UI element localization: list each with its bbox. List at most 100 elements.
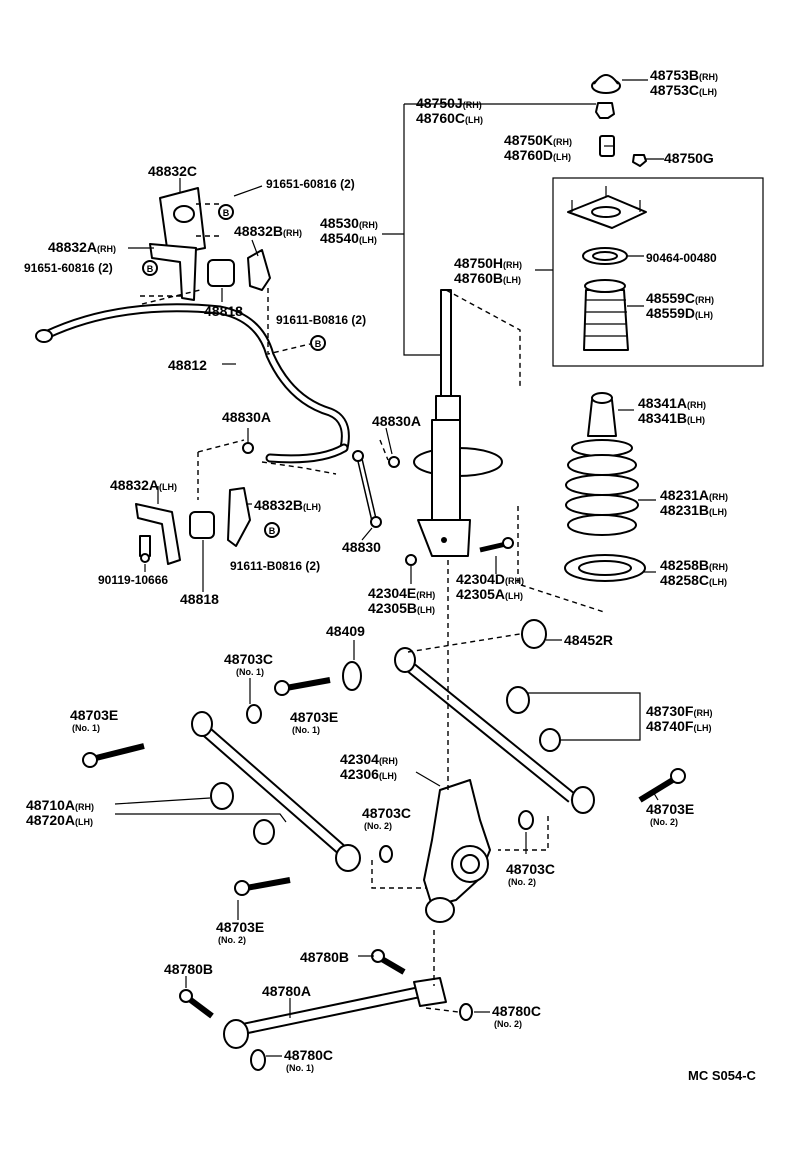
label-48409: 48409 (326, 623, 365, 639)
bushing-48740f[interactable] (539, 728, 561, 752)
label-48703e-no2-a-sub: (No. 2) (650, 817, 678, 827)
bushing-48730f[interactable] (506, 686, 530, 714)
bushing-48409[interactable] (342, 661, 362, 691)
label-48760d: 48760D(LH) (504, 147, 571, 163)
bracket-48832a-rh[interactable] (149, 243, 197, 301)
bracket-48832c[interactable] (159, 187, 206, 256)
svg-text:B: B (315, 339, 322, 349)
strut-nut-48750j[interactable] (595, 102, 615, 119)
label-90119: 90119-10666 (98, 573, 168, 587)
label-48703e-no2-b: 48703E (216, 919, 264, 935)
label-48703e-no1-b: 48703E (70, 707, 118, 723)
label-48258b: 48258B(RH) (660, 557, 728, 573)
label-48780c-no2-sub: (No. 2) (494, 1019, 522, 1029)
support-box (552, 177, 764, 367)
label-48703e-no1-a-sub: (No. 1) (292, 725, 320, 735)
label-48258c: 48258C(LH) (660, 572, 727, 588)
bushing-48710a[interactable] (210, 782, 234, 810)
bushing-48818-rh[interactable] (207, 259, 235, 287)
nut-42304e[interactable] (405, 554, 417, 566)
stabilizer-link-48830[interactable] (352, 450, 382, 528)
label-48818-rh: 48818 (204, 303, 243, 319)
marker-b-3: B (310, 335, 326, 351)
strut-washer-90464[interactable] (582, 247, 628, 265)
label-48780c-no1: 48780C (284, 1047, 333, 1063)
label-42305a: 42305A(LH) (456, 586, 523, 602)
washer-48703c-1[interactable] (246, 704, 262, 724)
boot-48559[interactable] (583, 279, 629, 351)
bolt-48780b-a[interactable] (371, 949, 406, 975)
label-42304d: 42304D(RH) (456, 571, 524, 587)
label-48341b: 48341B(LH) (638, 410, 705, 426)
bolt-42304d[interactable] (479, 537, 514, 553)
label-48780c-no2: 48780C (492, 1003, 541, 1019)
label-48559d: 48559D(LH) (646, 305, 713, 321)
label-48703c-no2-a-sub: (No. 2) (364, 821, 392, 831)
strut-cap-48753[interactable] (591, 74, 621, 94)
bushing-48720a[interactable] (253, 819, 275, 845)
label-48750k: 48750K(RH) (504, 132, 572, 148)
svg-text:B: B (223, 208, 230, 218)
coil-spring-48231[interactable] (565, 439, 639, 536)
label-91651-a: 91651-60816 (2) (266, 177, 355, 191)
nut-48780c-no1[interactable] (250, 1049, 266, 1071)
lateral-arm-48730f[interactable] (394, 647, 595, 814)
bracket-48832b-lh[interactable] (227, 487, 251, 547)
bracket-48832b-rh[interactable] (247, 249, 271, 291)
label-42304: 42304(RH) (340, 751, 398, 767)
shock-absorber-48530[interactable] (413, 289, 503, 557)
label-48559c: 48559C(RH) (646, 290, 714, 306)
nut-48830a-2[interactable] (388, 456, 400, 468)
label-48452r: 48452R (564, 632, 613, 648)
nut-48780c-no2[interactable] (459, 1003, 473, 1021)
bushing-48452r[interactable] (521, 619, 547, 649)
bracket-48832a-lh[interactable] (135, 503, 181, 565)
bolt-48703e-no1-b[interactable] (82, 743, 145, 768)
bump-stopper-48341[interactable] (587, 392, 617, 437)
bolt-48703e-no1-a[interactable] (274, 677, 331, 696)
label-42306: 42306(LH) (340, 766, 397, 782)
nut-48830a-1[interactable] (242, 442, 254, 454)
strut-nut-48750g[interactable] (632, 154, 647, 167)
svg-text:B: B (269, 526, 276, 536)
marker-b-2: B (142, 260, 158, 276)
nut-48703c-2[interactable] (379, 845, 393, 863)
label-48730f: 48730F(RH) (646, 703, 712, 719)
label-48750h: 48750H(RH) (454, 255, 522, 271)
label-48780a: 48780A (262, 983, 311, 999)
label-48832a-lh: 48832A(LH) (110, 477, 177, 493)
lateral-arm-48710a[interactable] (191, 711, 361, 872)
axle-carrier-42304[interactable] (423, 779, 491, 923)
bushing-48818-lh[interactable] (189, 511, 215, 539)
strut-support-48750h[interactable] (567, 186, 647, 229)
label-48720a: 48720A(LH) (26, 812, 93, 828)
bolt-48703e-no2-a[interactable] (638, 768, 686, 803)
leader-lines (114, 79, 664, 1057)
label-48703e-no1-b-sub: (No. 1) (72, 723, 100, 733)
marker-b-4: B (264, 522, 280, 538)
label-91611-b: 91611-B0816 (2) (230, 559, 320, 573)
bolt-90119[interactable] (139, 535, 151, 563)
label-48818-lh: 48818 (180, 591, 219, 607)
bolt-48780b-b[interactable] (179, 989, 214, 1019)
label-48703c-no1: 48703C (224, 651, 273, 667)
svg-text:B: B (147, 264, 154, 274)
label-48780c-no1-sub: (No. 1) (286, 1063, 314, 1073)
diagram-code: MC S054-C (688, 1068, 757, 1083)
stabilizer-bar-48812[interactable] (35, 303, 350, 464)
nut-48703c-3[interactable] (518, 810, 534, 830)
spring-insulator-48258[interactable] (564, 554, 646, 582)
bolt-48703e-no2-b[interactable] (234, 877, 291, 896)
label-48750g: 48750G (664, 150, 714, 166)
label-48830a-1: 48830A (222, 409, 271, 425)
label-48832b-rh: 48832B(RH) (234, 223, 302, 239)
label-48703c-no2-b: 48703C (506, 861, 555, 877)
label-48703e-no1-a: 48703E (290, 709, 338, 725)
label-48780b-b: 48780B (164, 961, 213, 977)
label-48703c-no2-a: 48703C (362, 805, 411, 821)
label-91611-a: 91611-B0816 (2) (276, 313, 366, 327)
part-labels: 48753B(RH) 48753C(LH) 48750J(RH) 48760C(… (24, 67, 757, 1083)
strut-rod-48780a[interactable] (223, 977, 447, 1049)
